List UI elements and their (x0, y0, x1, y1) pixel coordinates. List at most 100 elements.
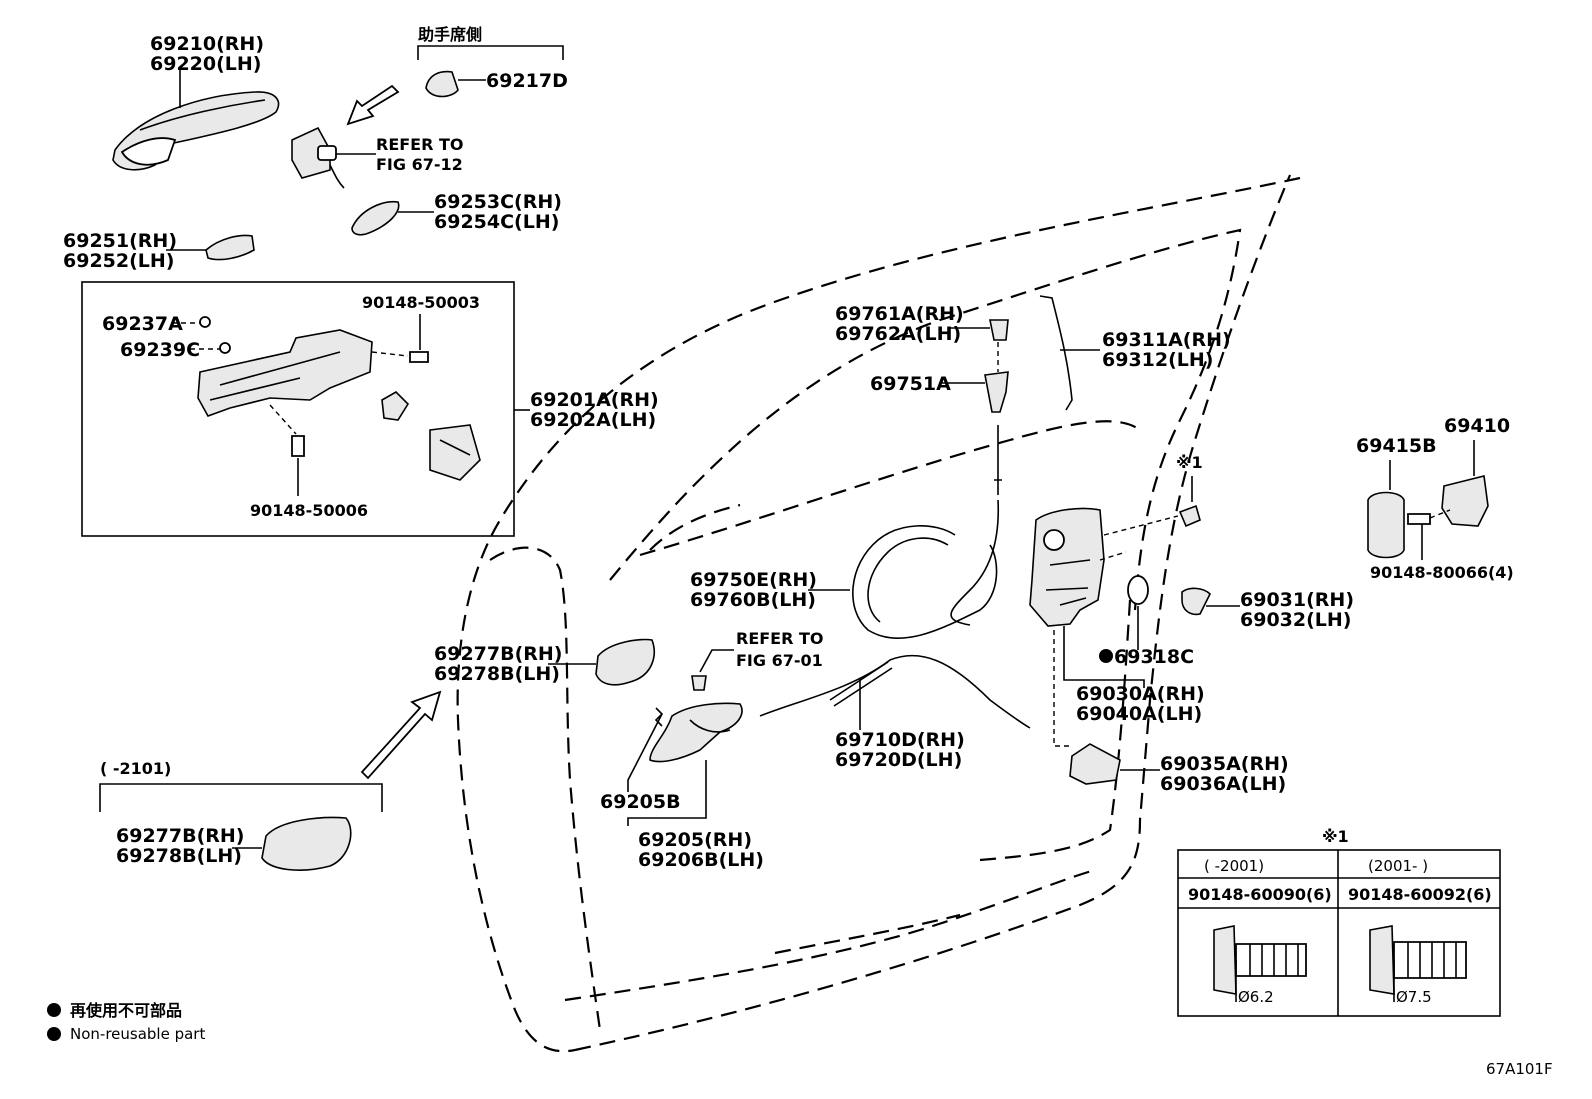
legend-jp: 再使用不可部品 (70, 1001, 182, 1020)
bolt-col2-dia: Ø7.5 (1396, 988, 1432, 1006)
outside-handle-graphic (112, 91, 280, 171)
label-69030a: 69030A(RH) (1076, 683, 1205, 705)
label-69710d: 69710D(RH) (835, 729, 965, 751)
label-69750e: 69750E(RH) (690, 569, 817, 591)
dash-screw-50006 (269, 404, 297, 435)
dash-lock-washer (1099, 551, 1127, 561)
bolt-col1-range: ( -2001) (1204, 857, 1264, 875)
dash-lock-to-remote (1053, 630, 1072, 747)
inside-handle-cable-graphic (759, 654, 1031, 729)
lock-washer-graphic (1127, 575, 1149, 605)
label-69036a: 69036A(LH) (1160, 773, 1286, 795)
label-69205b: 69205B (600, 791, 681, 813)
label-69762a: 69762A(LH) (835, 323, 961, 345)
label-69318c: 69318C (1114, 646, 1194, 668)
arrow-to-cylinder-icon (346, 84, 400, 126)
label-69312: 69312(LH) (1102, 349, 1213, 371)
clip-69239c-graphic (219, 342, 231, 354)
legend-en: Non-reusable part (70, 1025, 205, 1043)
bolt-col1-part: 90148-60090(6) (1188, 885, 1332, 904)
spring-69205b-graphic (654, 707, 664, 727)
knob-graphic (989, 319, 1009, 341)
label-69751a: 69751A (870, 373, 951, 395)
door-outline (456, 174, 1301, 1053)
screw-50006-graphic (291, 435, 305, 457)
screw-50003-graphic (409, 351, 429, 363)
inside-lock-cable-graphic (852, 525, 998, 639)
lock-rod-69311-graphic (1039, 295, 1073, 411)
label-69032: 69032(LH) (1240, 609, 1351, 631)
striker-graphic (1441, 475, 1489, 527)
label-69206b: 69206B(LH) (638, 849, 764, 871)
label-69220: 69220(LH) (150, 53, 261, 75)
label-69278b-2: 69278B(LH) (116, 845, 242, 867)
legend-dot-en (47, 1027, 61, 1041)
leader-69030a (1063, 626, 1145, 688)
inside-lock-cable-inner-graphic (867, 537, 949, 623)
label-69253c: 69253C(RH) (434, 191, 562, 213)
range-2101-label: ( -2101) (100, 759, 171, 778)
bolt-col2-range: (2001- ) (1368, 857, 1428, 875)
leader-refer-67-01 (699, 649, 734, 673)
knob-link-graphic (984, 371, 1009, 413)
label-90148-80066: 90148-80066(4) (1370, 563, 1514, 582)
bolt-table (1177, 849, 1501, 1017)
non-reusable-dot-69318c (1099, 649, 1113, 663)
label-69277b-1: 69277B(RH) (434, 643, 562, 665)
dash-lock-screw (1103, 515, 1179, 536)
lock-cover-graphic (1181, 587, 1211, 616)
dash-screw-50003 (371, 351, 409, 357)
keyhole-cover-graphic (425, 70, 459, 98)
label-69252: 69252(LH) (63, 250, 174, 272)
remote-control-graphic (1069, 743, 1121, 785)
label-69760b: 69760B(LH) (690, 589, 816, 611)
lock-screw-graphic (1178, 504, 1201, 528)
legend-dot-jp (47, 1003, 61, 1017)
bolt-6-2-graphic (1213, 925, 1307, 1002)
handle-pad-graphic (351, 201, 400, 236)
label-69415b: 69415B (1356, 435, 1437, 457)
frame-assembly-box (81, 281, 515, 537)
lock-rod-graphic (994, 425, 1002, 495)
label-69251: 69251(RH) (63, 230, 177, 252)
note-mark-1: ※1 (1176, 453, 1203, 472)
label-90148-50006: 90148-50006 (250, 501, 368, 520)
inside-handle-cable-sheath-graphic (829, 661, 893, 707)
label-69201a: 69201A(RH) (530, 389, 659, 411)
fig-67-01-label: FIG 67-01 (736, 651, 823, 670)
bolt-col2-part: 90148-60092(6) (1348, 885, 1492, 904)
bezel-old-graphic (261, 816, 352, 871)
lock-cable-graphic (950, 499, 1000, 626)
door-lock-assembly-graphic (1029, 507, 1105, 627)
dash-striker-screw (1429, 509, 1451, 519)
label-69035a: 69035A(RH) (1160, 753, 1289, 775)
label-69210: 69210(RH) (150, 33, 264, 55)
label-69311a: 69311A(RH) (1102, 329, 1231, 351)
label-69720d: 69720D(LH) (835, 749, 962, 771)
label-69239c: 69239C (120, 339, 200, 361)
bolt-col1-dia: Ø6.2 (1238, 988, 1274, 1006)
refer-to-label-1: REFER TO (376, 135, 464, 154)
lock-cylinder-graphic (291, 126, 345, 189)
striker-screw-graphic (1407, 513, 1431, 525)
bolt-7-5-graphic (1369, 925, 1467, 1002)
clip-67-01-graphic (691, 675, 707, 691)
clip-69237a-graphic (199, 316, 211, 328)
label-69254c: 69254C(LH) (434, 211, 559, 233)
label-69217d: 69217D (486, 70, 568, 92)
label-69277b-2: 69277B(RH) (116, 825, 244, 847)
label-90148-50003: 90148-50003 (362, 293, 480, 312)
inside-handle-bezel-graphic (595, 638, 655, 686)
bolt-table-grid (1178, 850, 1500, 1016)
passenger-side-bracket (417, 45, 564, 60)
label-69040a: 69040A(LH) (1076, 703, 1202, 725)
figure-code: 67A101F (1486, 1060, 1553, 1078)
fig-67-12-label: FIG 67-12 (376, 155, 463, 174)
striker-cover-graphic (1367, 491, 1405, 559)
inside-handle-graphic (649, 702, 743, 763)
handle-frame-graphic (197, 329, 481, 481)
leader-69205b (627, 713, 663, 792)
label-69761a: 69761A(RH) (835, 303, 964, 325)
label-69237a: 69237A (102, 313, 183, 335)
